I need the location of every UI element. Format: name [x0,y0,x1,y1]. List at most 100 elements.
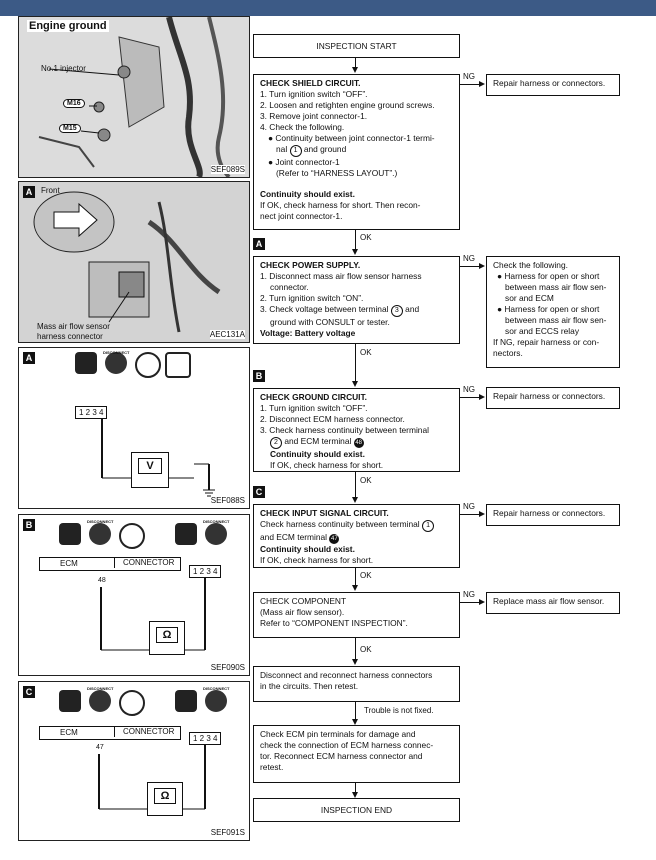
step-line: 3. Check harness continuity between term… [260,425,429,435]
step-line: ● Harness for open or short [497,271,600,281]
flow-connector [460,266,480,267]
m15-label: M15 [59,124,81,133]
check-shield-circuit-box: CHECK SHIELD CIRCUIT. 1. Turn ignition s… [253,74,460,230]
step-title: CHECK POWER SUPPLY. [260,260,361,270]
step-line: 2. Turn ignition switch “ON”. [260,293,364,303]
step-line: 3. Check voltage between terminal 3 and [260,304,453,317]
flow-connector [355,472,356,498]
step-line: between mass air flow sen- [505,315,607,325]
ohmmeter-display: Ω [156,627,178,643]
ohmmeter: Ω [147,782,183,816]
terminal-connector: 1 2 3 4 [189,732,222,745]
ignition-key-icon [119,690,145,716]
step-line: between mass air flow sen- [505,282,607,292]
figure-code: SEF091S [210,828,245,837]
check-component-box: CHECK COMPONENT (Mass air flow sensor). … [253,592,460,638]
ohmmeter-display: Ω [154,788,176,804]
disconnect-label: DISCONNECT [203,686,230,691]
ground-wiring [100,578,206,651]
ok-label: OK [360,348,372,357]
expected-result: Continuity should exist. [270,449,365,459]
section-letter-a: A [253,238,265,250]
ng-label: NG [463,72,475,81]
ng-label: NG [463,590,475,599]
engine-ground-illustration [19,17,249,177]
flow-connector [460,397,480,398]
arrow-right-icon [479,511,485,517]
section-letter-c: C [253,486,265,498]
arrow-right-icon [479,81,485,87]
arrow-down-icon [352,585,358,591]
ignition-off-icon [59,523,81,545]
arrow-down-icon [352,792,358,798]
repair-harness-box: Repair harness or connectors. [486,504,620,526]
terminal-number: 2 [270,437,282,449]
terminal-number: 1 [289,145,302,157]
front-label: Front [41,186,60,195]
inspection-start-box: INSPECTION START [253,34,460,58]
m16-label: M16 [63,99,85,108]
check-ground-circuit-box: CHECK GROUND CIRCUIT. 1. Turn ignition s… [253,388,460,472]
disconnect-connector-icon [89,523,111,545]
terminal-connector: 1 2 3 4 [189,565,222,578]
disconnect-connector-icon [205,690,227,712]
connector-icon [165,352,191,378]
flow-connector [460,602,480,603]
section-letter-c: C [23,686,35,698]
step-line: Disconnect and reconnect harness connect… [260,670,433,680]
step-line: ground with CONSULT or tester. [270,317,390,327]
flow-connector [460,514,480,515]
ok-label: OK [360,571,372,580]
maf-label-line1: Mass air flow sensor [37,322,110,331]
ng-label: NG [463,254,475,263]
ohmmeter: Ω [149,621,185,655]
terminal-number: 1 [422,520,435,532]
voltmeter: V [131,452,169,488]
flow-connector [355,702,356,720]
step-line: Check ECM pin terminals for damage and [260,729,416,739]
step-line: nectors. [493,348,523,358]
arrow-down-icon [352,381,358,387]
step-line: ● Joint connector-1 [268,157,340,167]
flow-connector [355,638,356,660]
expected-result: Continuity should exist. [260,189,355,199]
step-line: 2 and ECM terminal 48 [260,436,453,449]
ecm-connector: ECM CONNECTOR [39,726,181,740]
step-line: 2. Loosen and retighten engine ground sc… [260,100,435,110]
flow-connector [460,84,480,85]
figure-code: SEF090S [210,663,245,672]
ecm-terminal-number: 48 [353,438,364,448]
flow-connector [355,783,356,793]
input-wiring [98,745,206,810]
connector-label: CONNECTOR [114,726,174,737]
ok-label: OK [360,233,372,242]
step-title: CHECK COMPONENT [260,596,347,606]
maf-harness-label: Mass air flow sensor harness connector [37,322,110,342]
engine-ground-title: Engine ground [27,20,109,32]
text: and ground [303,144,347,154]
check-power-supply-box: CHECK POWER SUPPLY. 1. Disconnect mass a… [253,256,460,344]
maf-illustration [19,182,249,342]
disconnect-connector-icon [105,352,127,374]
step-line: nal 1 and ground [260,144,453,157]
text: and ECM terminal [260,532,328,542]
check-following-box: Check the following. ● Harness for open … [486,256,620,368]
step-line: 4. Check the following. [260,122,345,132]
disconnect-label: DISCONNECT [103,350,130,355]
step-line: Check the following. [493,260,568,270]
arrow-down-icon [352,659,358,665]
terminal-number: 3 [390,305,403,317]
section-letter-b: B [253,370,265,382]
step-line: ● Continuity between joint connector-1 t… [268,133,435,143]
arrow-down-icon [352,249,358,255]
step-line: 1. Turn ignition switch “OFF”. [260,89,368,99]
flow-connector [355,230,356,250]
ecm-terminal-number: 47 [329,534,340,544]
step-line: 3. Remove joint connector-1. [260,111,368,121]
step-line: sor and ECCS relay [505,326,580,336]
step-line: (Refer to “HARNESS LAYOUT”.) [276,168,398,178]
disconnect-connector-icon [205,523,227,545]
ignition-on-icon [75,352,97,374]
text: and ECM terminal [284,436,352,446]
voltmeter-display: V [138,458,162,474]
